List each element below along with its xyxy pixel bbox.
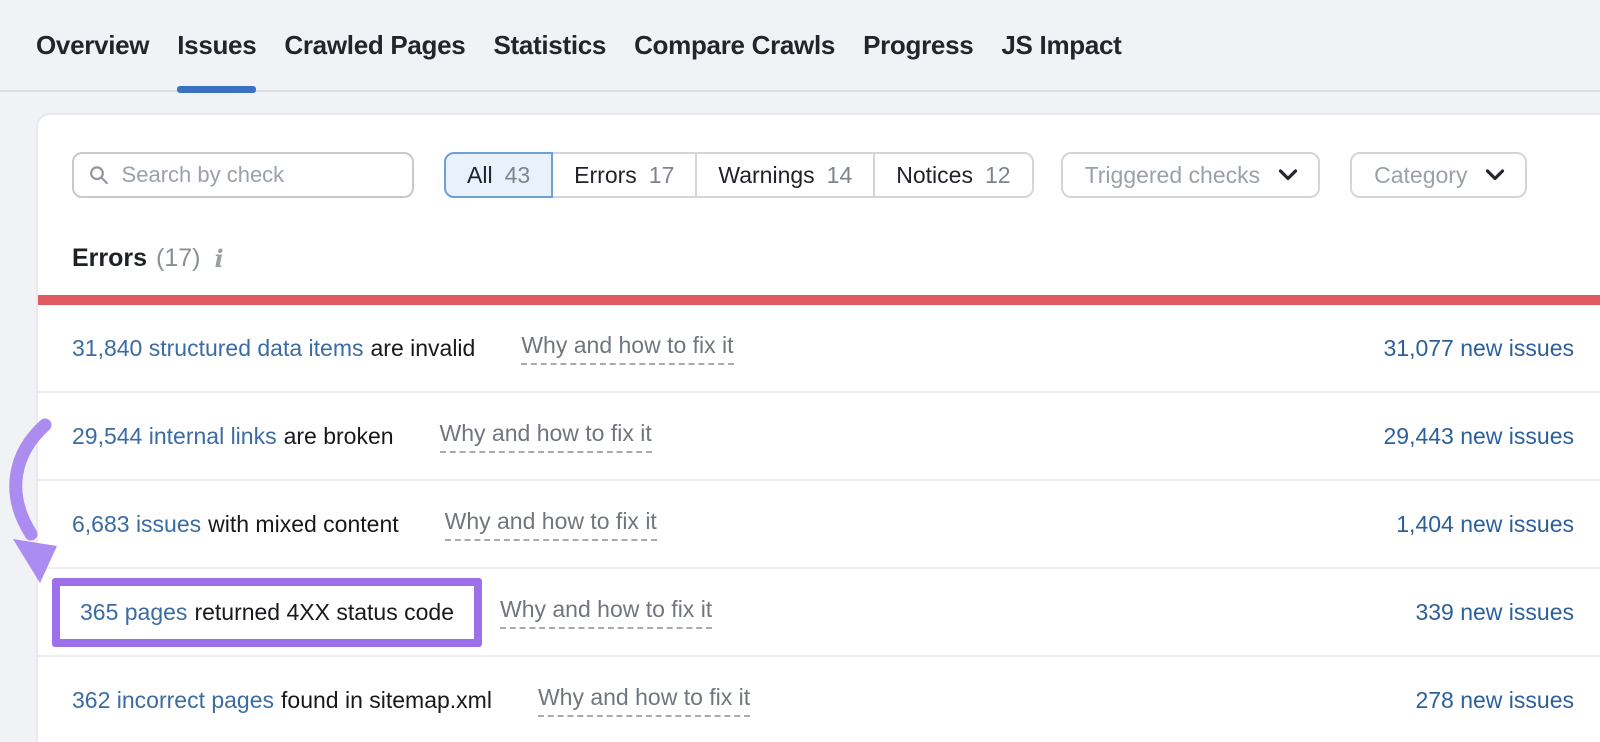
why-how-to-fix-link[interactable]: Why and how to fix it: [537, 684, 751, 717]
issue-description: are broken: [283, 422, 394, 449]
segment-count: 12: [984, 161, 1011, 188]
nav-tab-label: Crawled Pages: [284, 29, 466, 60]
segment-label: Notices: [896, 161, 973, 188]
issue-count-link[interactable]: 362 incorrect pages: [72, 686, 275, 713]
triggered-checks-dropdown[interactable]: Triggered checks: [1060, 152, 1321, 198]
chevron-down-icon: [1486, 169, 1505, 181]
why-how-to-fix-link[interactable]: Why and how to fix it: [439, 420, 652, 453]
severity-filter-all[interactable]: All 43: [444, 152, 554, 198]
category-label: Category: [1374, 161, 1468, 188]
error-severity-bar: [38, 295, 1600, 305]
triggered-checks-label: Triggered checks: [1084, 161, 1261, 188]
info-icon[interactable]: i: [214, 243, 224, 273]
nav-tab-issues[interactable]: Issues: [177, 0, 257, 93]
nav-tab-label: Statistics: [493, 29, 607, 60]
issue-description: with mixed content: [208, 510, 399, 537]
issues-panel: All 43 Errors 17 Warnings 14 Notices 12 …: [36, 113, 1600, 742]
nav-tab-overview[interactable]: Overview: [36, 0, 150, 91]
severity-filter-warnings[interactable]: Warnings 14: [695, 152, 876, 198]
nav-tab-crawled-pages[interactable]: Crawled Pages: [284, 0, 465, 91]
new-issues-link[interactable]: 1,404 new issues: [1396, 510, 1574, 537]
chevron-down-icon: [1279, 169, 1298, 181]
nav-tab-label: Overview: [36, 29, 150, 60]
category-dropdown[interactable]: Category: [1350, 152, 1528, 198]
new-issues-link[interactable]: 29,443 new issues: [1383, 422, 1574, 449]
nav-tab-label: Progress: [863, 29, 974, 60]
issue-description: returned 4XX status code: [194, 598, 454, 625]
issue-description: found in sitemap.xml: [281, 686, 492, 713]
issue-count-link[interactable]: 6,683 issues: [72, 510, 202, 537]
top-nav: Overview Issues Crawled Pages Statistics…: [0, 0, 1600, 93]
new-issues-link[interactable]: 278 new issues: [1415, 686, 1574, 713]
nav-tab-label: JS Impact: [1001, 29, 1122, 60]
nav-tab-label: Issues: [177, 29, 257, 60]
segment-label: Warnings: [718, 161, 815, 188]
severity-filter-group: All 43 Errors 17 Warnings 14 Notices 12: [444, 152, 1034, 198]
errors-section-count: (17): [156, 244, 201, 272]
segment-label: Errors: [574, 161, 637, 188]
segment-count: 14: [826, 161, 853, 188]
filters-bar: All 43 Errors 17 Warnings 14 Notices 12 …: [72, 152, 1574, 198]
segment-count: 43: [504, 161, 531, 188]
nav-tab-compare-crawls[interactable]: Compare Crawls: [634, 0, 835, 91]
search-input[interactable]: [119, 161, 400, 189]
segment-count: 17: [648, 161, 675, 188]
nav-tab-js-impact[interactable]: JS Impact: [1001, 0, 1121, 91]
nav-tab-label: Compare Crawls: [634, 29, 836, 60]
search-input-wrap[interactable]: [72, 152, 414, 198]
segment-label: All: [467, 161, 493, 188]
new-issues-link[interactable]: 339 new issues: [1415, 598, 1574, 625]
nav-tab-statistics[interactable]: Statistics: [493, 0, 606, 91]
errors-section-header: Errors (17) i: [72, 244, 1574, 273]
severity-filter-notices[interactable]: Notices 12: [873, 152, 1034, 198]
issue-description: are invalid: [370, 334, 476, 361]
nav-tab-progress[interactable]: Progress: [863, 0, 974, 91]
new-issues-link[interactable]: 31,077 new issues: [1383, 334, 1574, 361]
search-icon: [90, 166, 108, 185]
why-how-to-fix-link[interactable]: Why and how to fix it: [444, 508, 657, 541]
why-how-to-fix-link[interactable]: Why and how to fix it: [500, 596, 713, 629]
issue-count-link[interactable]: 29,544 internal links: [72, 422, 277, 449]
severity-filter-errors[interactable]: Errors 17: [551, 152, 698, 198]
why-how-to-fix-link[interactable]: Why and how to fix it: [521, 332, 734, 365]
issue-count-link[interactable]: 31,840 structured data items: [72, 334, 364, 361]
issue-count-link[interactable]: 365 pages: [80, 598, 188, 625]
errors-section-title: Errors: [72, 244, 148, 272]
